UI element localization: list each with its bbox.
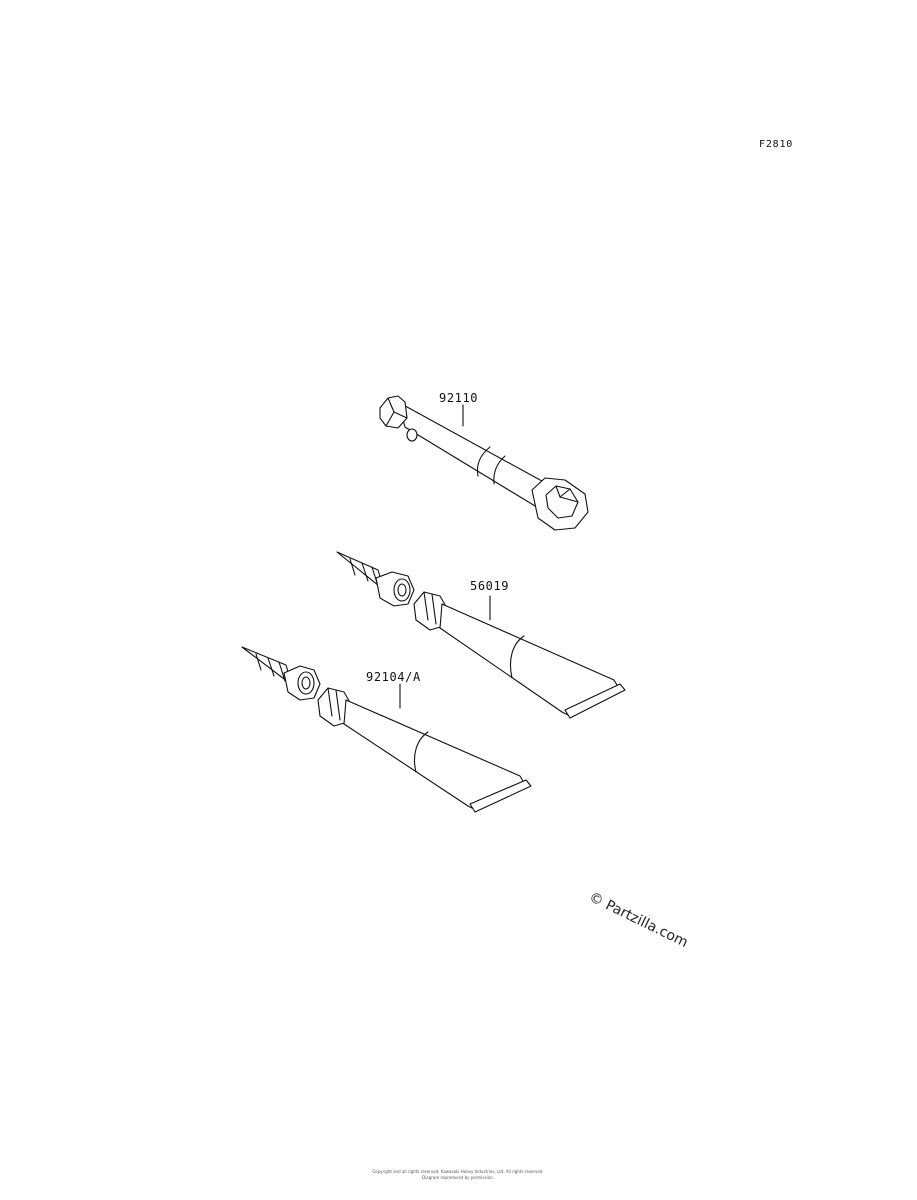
part-number-92110: 92110 xyxy=(439,391,478,405)
partzilla-watermark: © Partzilla.com xyxy=(586,889,690,951)
footer-copyright-line-2: Diagram reproduced by permission. xyxy=(422,1175,494,1180)
part-number-56019: 56019 xyxy=(470,579,509,593)
grease-tube-upper-drawing xyxy=(336,551,626,719)
footer-copyright-line-1: Copyright and all rights reserved. Kawas… xyxy=(372,1169,543,1174)
grease-tube-lower-drawing xyxy=(241,646,532,813)
part-number-92104-a: 92104/A xyxy=(366,670,421,684)
figure-code: F2810 xyxy=(759,139,793,150)
spark-plug-wrench-drawing xyxy=(379,395,589,531)
